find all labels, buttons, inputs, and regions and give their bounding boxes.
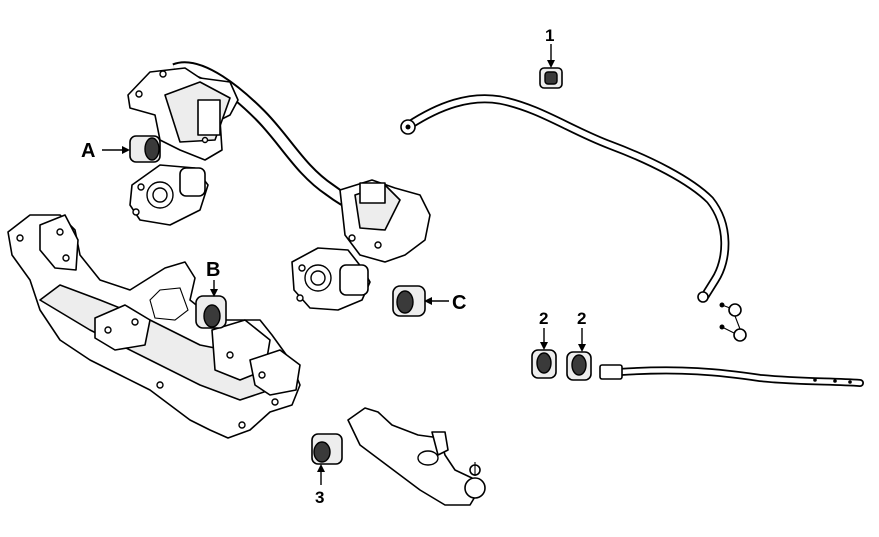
bushing-c [392, 285, 426, 317]
mount-bracket-a [129, 164, 209, 226]
bushing-2b [566, 351, 592, 381]
callout-a: A [81, 140, 95, 162]
bushing-3 [311, 433, 343, 465]
callout-2-left: 2 [539, 309, 548, 328]
bushing-a [129, 135, 161, 163]
stabilizer-bar [400, 94, 730, 303]
link-rod [599, 364, 864, 387]
stabilizer-end-link [719, 302, 747, 342]
mount-bracket-c [339, 179, 431, 263]
stabilizer-bushing-1 [539, 67, 563, 89]
bushing-b [195, 295, 227, 329]
bushing-2a [531, 349, 557, 379]
callout-c: C [452, 292, 466, 314]
callout-b: B [206, 259, 220, 281]
callout-2-right: 2 [577, 309, 586, 328]
lower-control-arm [347, 407, 486, 506]
callout-3: 3 [315, 488, 324, 507]
mount-plate-c [291, 247, 371, 311]
upper-left-bracket [127, 67, 239, 161]
subframe [7, 214, 301, 439]
callout-leaders [102, 44, 586, 485]
callout-1: 1 [545, 26, 554, 45]
